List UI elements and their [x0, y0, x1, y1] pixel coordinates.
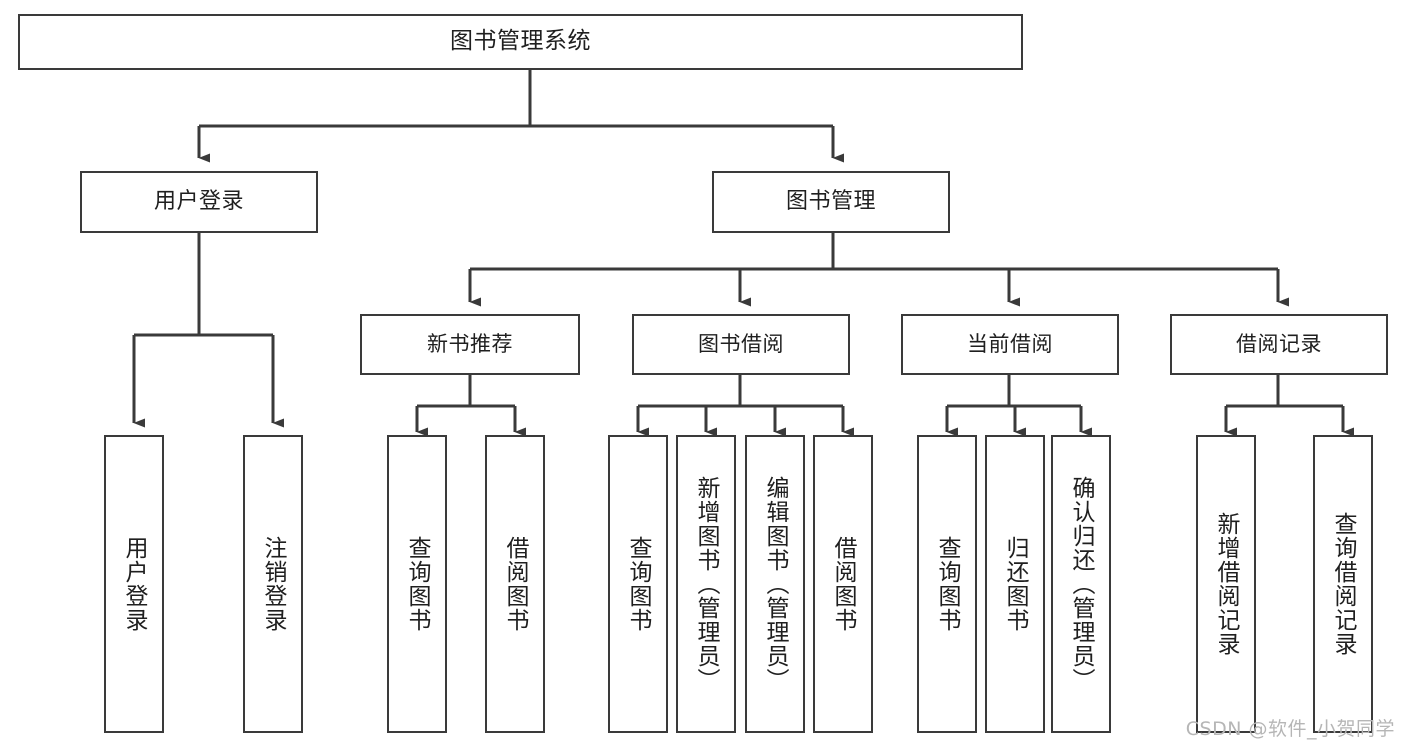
node-borrow-record[interactable]: 借阅记录 — [1170, 314, 1388, 375]
node-leaf-add-record-label: 新增借阅记录 — [1213, 512, 1240, 656]
node-leaf-confirm-return-label: 确认归还（管理员） — [1068, 476, 1095, 692]
node-current-borrow[interactable]: 当前借阅 — [901, 314, 1119, 375]
node-leaf-user-login-label: 用户登录 — [121, 536, 148, 632]
node-book-borrow-label: 图书借阅 — [698, 331, 784, 356]
node-leaf-logout[interactable]: 注销登录 — [243, 435, 303, 733]
node-leaf-return-book-label: 归还图书 — [1002, 536, 1029, 632]
node-leaf-edit-book-label: 编辑图书（管理员） — [762, 476, 789, 692]
node-leaf-borrow-book-2-label: 借阅图书 — [830, 536, 857, 632]
node-borrow-record-label: 借阅记录 — [1236, 331, 1322, 356]
node-book-management[interactable]: 图书管理 — [712, 171, 950, 233]
node-leaf-confirm-return[interactable]: 确认归还（管理员） — [1051, 435, 1111, 733]
node-leaf-borrow-book-1-label: 借阅图书 — [502, 536, 529, 632]
node-leaf-query-book-1[interactable]: 查询图书 — [387, 435, 447, 733]
node-leaf-add-book[interactable]: 新增图书（管理员） — [676, 435, 736, 733]
node-leaf-edit-book[interactable]: 编辑图书（管理员） — [745, 435, 805, 733]
node-root-label: 图书管理系统 — [450, 28, 591, 55]
node-leaf-query-book-2[interactable]: 查询图书 — [608, 435, 668, 733]
node-current-borrow-label: 当前借阅 — [967, 331, 1053, 356]
node-leaf-user-login[interactable]: 用户登录 — [104, 435, 164, 733]
node-book-borrow[interactable]: 图书借阅 — [632, 314, 850, 375]
node-root[interactable]: 图书管理系统 — [18, 14, 1023, 70]
node-leaf-borrow-book-2[interactable]: 借阅图书 — [813, 435, 873, 733]
node-new-book-recommend[interactable]: 新书推荐 — [360, 314, 580, 375]
node-leaf-query-record-label: 查询借阅记录 — [1330, 512, 1357, 656]
node-leaf-query-book-2-label: 查询图书 — [625, 536, 652, 632]
node-leaf-query-book-1-label: 查询图书 — [404, 536, 431, 632]
node-user-login[interactable]: 用户登录 — [80, 171, 318, 233]
node-leaf-query-book-3-label: 查询图书 — [934, 536, 961, 632]
node-leaf-borrow-book-1[interactable]: 借阅图书 — [485, 435, 545, 733]
node-new-book-recommend-label: 新书推荐 — [427, 331, 513, 356]
node-user-login-label: 用户登录 — [153, 188, 244, 214]
node-leaf-logout-label: 注销登录 — [260, 536, 287, 632]
node-leaf-add-record[interactable]: 新增借阅记录 — [1196, 435, 1256, 733]
node-leaf-add-book-label: 新增图书（管理员） — [693, 476, 720, 692]
node-book-management-label: 图书管理 — [785, 188, 876, 214]
node-leaf-return-book[interactable]: 归还图书 — [985, 435, 1045, 733]
node-leaf-query-record[interactable]: 查询借阅记录 — [1313, 435, 1373, 733]
node-leaf-query-book-3[interactable]: 查询图书 — [917, 435, 977, 733]
